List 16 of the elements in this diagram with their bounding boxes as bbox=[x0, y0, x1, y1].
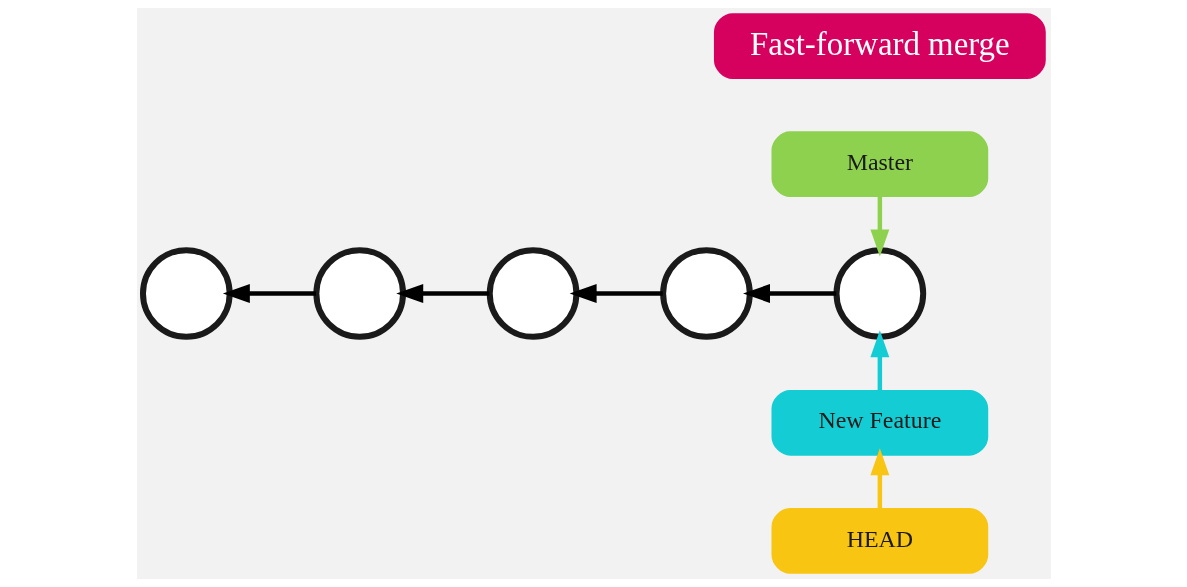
arrow bbox=[569, 284, 663, 303]
arrow bbox=[869, 196, 889, 257]
node-circle bbox=[659, 247, 753, 340]
node-box: Master bbox=[771, 131, 988, 198]
node-circle bbox=[312, 247, 406, 340]
arrow bbox=[742, 284, 836, 303]
node-box: New Feature bbox=[771, 389, 988, 456]
arrow bbox=[869, 448, 889, 509]
arrow bbox=[395, 284, 489, 303]
arrow bbox=[869, 330, 889, 391]
node-circle bbox=[833, 247, 926, 340]
node-circle bbox=[486, 247, 579, 340]
arrow bbox=[222, 284, 316, 303]
node-box: HEAD bbox=[771, 508, 988, 574]
node-box: Fast-forward merge bbox=[713, 13, 1046, 79]
node-circle bbox=[139, 247, 233, 340]
